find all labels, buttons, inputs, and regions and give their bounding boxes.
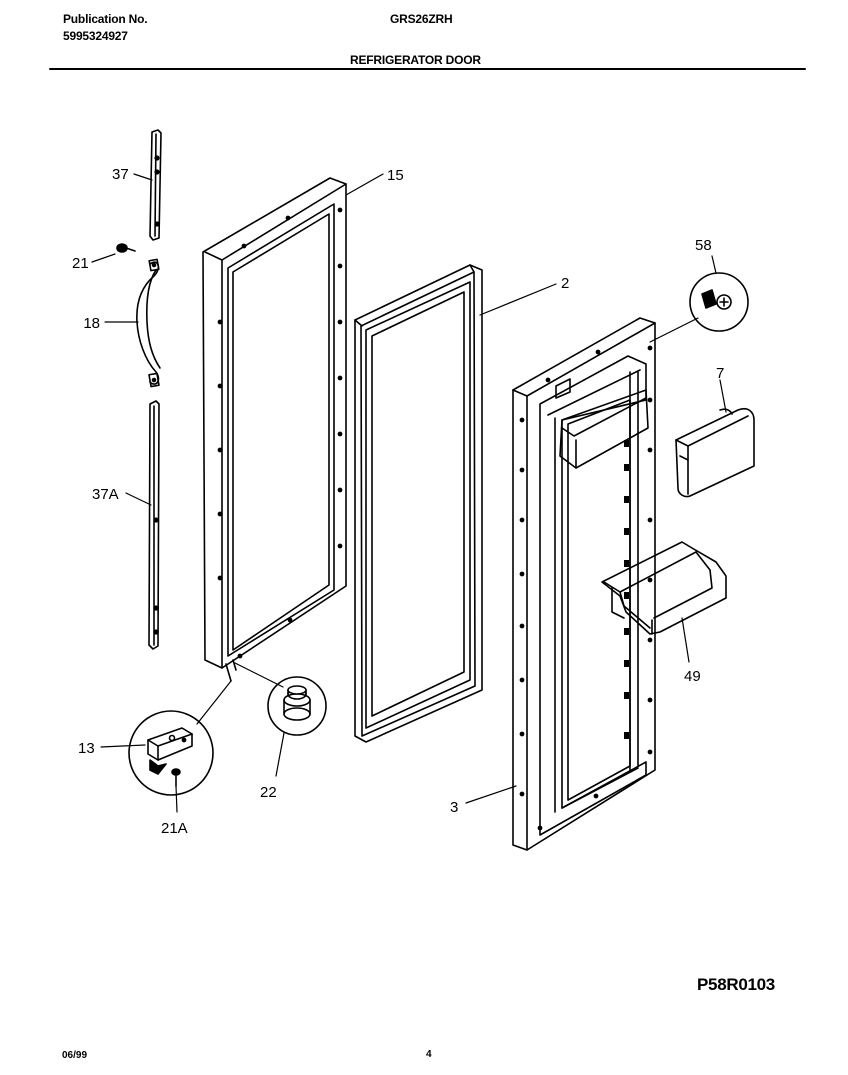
callout-15: 15 (387, 167, 404, 184)
callout-2: 2 (561, 275, 569, 292)
part-37-upper-trim (149, 129, 162, 241)
callout-21a: 21A (161, 820, 188, 837)
part-58-screw-detail (689, 272, 749, 332)
part-15-door-frame (202, 177, 347, 682)
footer-date: 06/99 (62, 1050, 88, 1061)
callout-labels: 37 15 21 58 2 18 7 37A 49 13 22 21A 3 (72, 166, 724, 837)
model-number: GRS26ZRH (390, 12, 453, 26)
callout-37: 37 (112, 166, 129, 183)
leader-lines (91, 173, 727, 813)
callout-37a: 37A (92, 486, 119, 503)
callout-21: 21 (72, 255, 89, 272)
callout-3: 3 (450, 799, 458, 816)
part-7-dairy-door (675, 407, 755, 498)
part-18-handle (136, 258, 161, 388)
callout-49: 49 (684, 668, 701, 685)
part-13-hinge-detail (128, 710, 214, 796)
callout-22: 22 (260, 784, 277, 801)
section-title: REFRIGERATOR DOOR (350, 53, 481, 67)
callout-18: 18 (83, 315, 100, 332)
callout-7: 7 (716, 365, 724, 382)
part-22-door-stop-detail (267, 676, 327, 736)
part-2-door-gasket (354, 264, 483, 743)
callout-58: 58 (695, 237, 712, 254)
publication-number: 5995324927 (63, 29, 128, 43)
part-3-inner-door-liner (512, 317, 656, 851)
footer-page-number: 4 (426, 1049, 432, 1060)
part-21-screw (116, 243, 136, 253)
callout-13: 13 (78, 740, 95, 757)
part-49-door-bin (601, 541, 727, 635)
part-37a-lower-trim (148, 400, 160, 650)
diagram-code: P58R0103 (697, 975, 775, 994)
publication-label: Publication No. (63, 12, 148, 26)
